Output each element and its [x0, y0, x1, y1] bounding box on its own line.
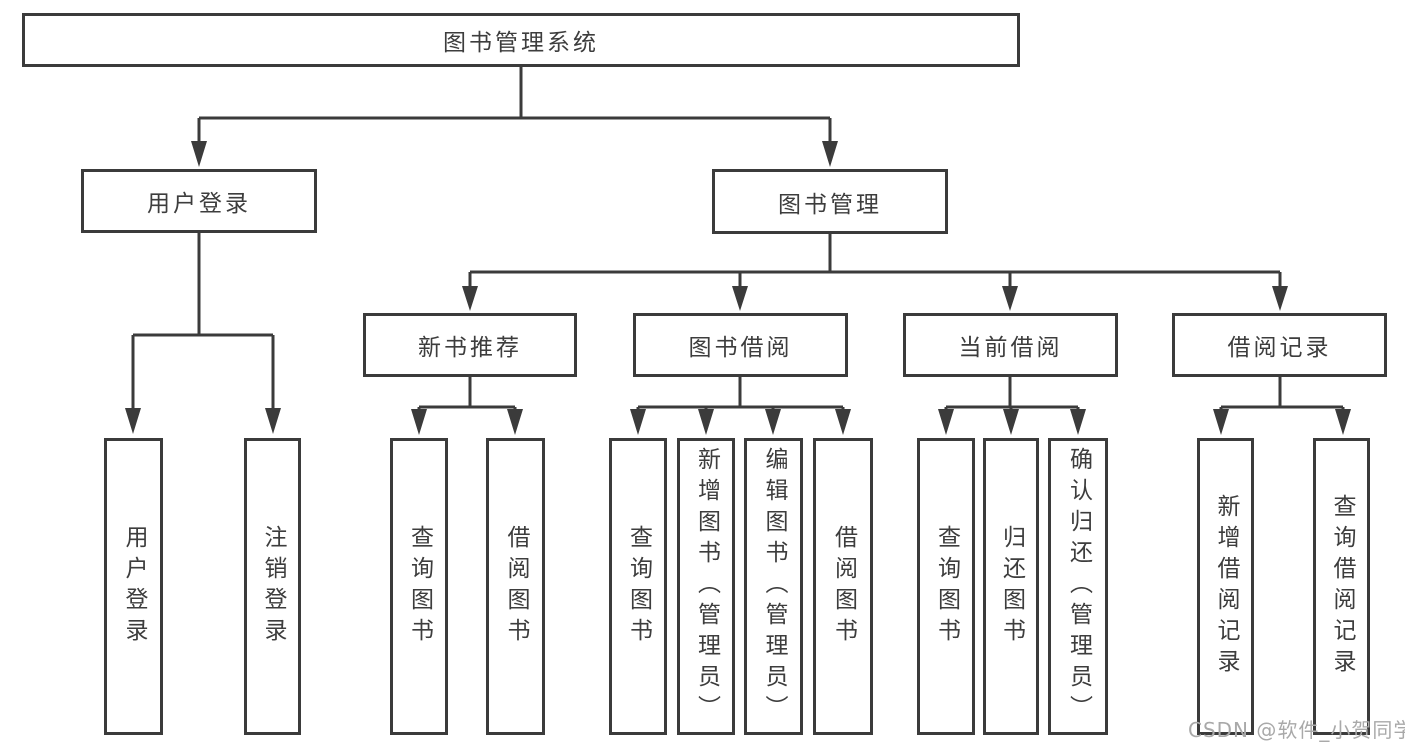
node-current-borrowing: 当前借阅 — [903, 313, 1118, 377]
node-library-system-label: 图书管理系统 — [443, 30, 599, 56]
leaf-query-books-current: 查询图书 — [917, 438, 975, 735]
leaf-query-books-current-label: 查询图书 — [933, 524, 960, 649]
node-user-login: 用户登录 — [81, 169, 317, 233]
leaf-borrow-books-recommend: 借阅图书 — [486, 438, 545, 735]
leaf-user-login: 用户登录 — [104, 438, 163, 735]
leaf-add-borrow-record: 新增借阅记录 — [1197, 438, 1254, 735]
leaf-add-borrow-record-label: 新增借阅记录 — [1213, 493, 1239, 680]
arrowheads — [125, 141, 1351, 435]
leaf-return-books-label: 归还图书 — [998, 524, 1025, 649]
node-book-borrowing-label: 图书借阅 — [688, 335, 793, 361]
leaf-add-book-admin-label: 新增图书（管理员） — [693, 447, 720, 726]
leaf-edit-book-admin: 编辑图书（管理员） — [744, 438, 803, 735]
node-borrowing-records: 借阅记录 — [1172, 313, 1387, 377]
leaf-borrow-books-recommend-label: 借阅图书 — [503, 524, 529, 649]
node-book-management: 图书管理 — [712, 169, 948, 234]
leaf-logout: 注销登录 — [244, 438, 301, 735]
leaf-confirm-return-admin: 确认归还（管理员） — [1048, 438, 1108, 735]
leaf-query-books-borrowing-label: 查询图书 — [625, 524, 652, 649]
node-new-book-recommend: 新书推荐 — [363, 313, 577, 377]
leaf-add-book-admin: 新增图书（管理员） — [677, 438, 735, 735]
leaf-borrow-books-borrowing-label: 借阅图书 — [830, 524, 857, 649]
node-user-login-label: 用户登录 — [147, 191, 251, 217]
leaf-borrow-books-borrowing: 借阅图书 — [813, 438, 873, 735]
node-library-system: 图书管理系统 — [22, 13, 1020, 67]
leaf-query-books-recommend: 查询图书 — [390, 438, 448, 735]
node-current-borrowing-label: 当前借阅 — [958, 335, 1063, 361]
node-new-book-recommend-label: 新书推荐 — [418, 335, 522, 361]
leaf-return-books: 归还图书 — [983, 438, 1039, 735]
leaf-query-borrow-record-label: 查询借阅记录 — [1329, 493, 1355, 680]
leaf-edit-book-admin-label: 编辑图书（管理员） — [761, 447, 787, 726]
leaf-query-borrow-record: 查询借阅记录 — [1313, 438, 1370, 735]
node-book-management-label: 图书管理 — [778, 191, 882, 218]
watermark: CSDN @软件_小贺同学 — [1188, 718, 1405, 742]
node-book-borrowing: 图书借阅 — [633, 313, 848, 377]
node-borrowing-records-label: 借阅记录 — [1227, 335, 1332, 361]
leaf-user-login-label: 用户登录 — [121, 524, 147, 649]
leaf-logout-label: 注销登录 — [260, 524, 286, 649]
leaf-query-books-recommend-label: 查询图书 — [406, 524, 433, 649]
leaf-confirm-return-admin-label: 确认归还（管理员） — [1065, 447, 1092, 726]
leaf-query-books-borrowing: 查询图书 — [609, 438, 667, 735]
